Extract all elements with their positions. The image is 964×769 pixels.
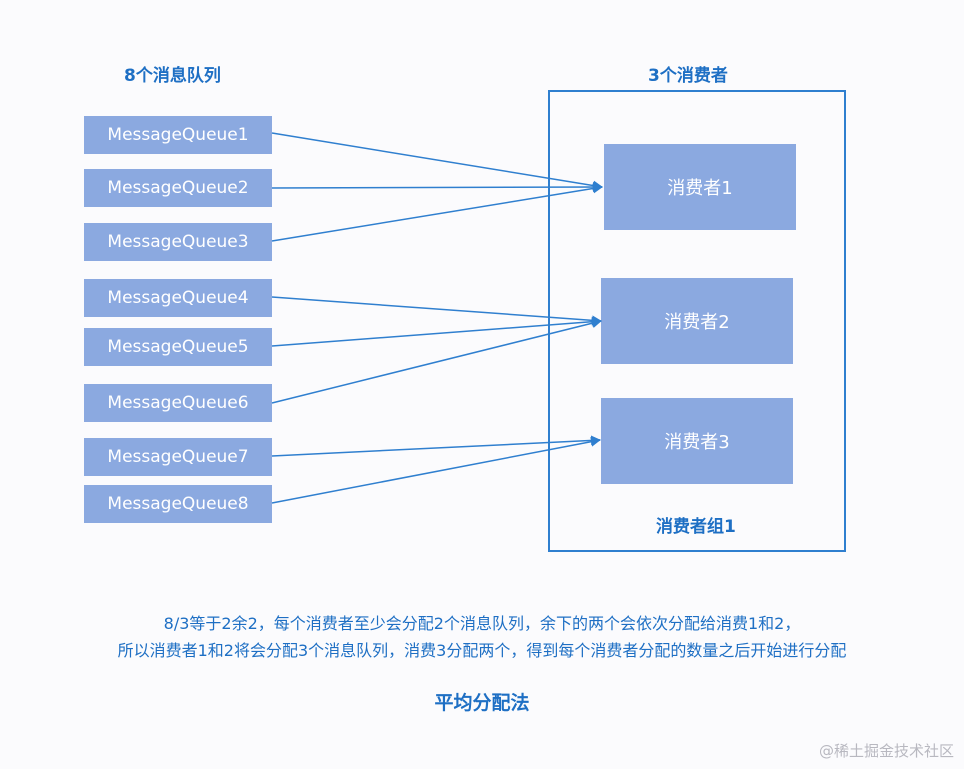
consumer-2: 消费者2 — [601, 278, 793, 364]
message-queue-2: MessageQueue2 — [84, 169, 272, 207]
consumer-1: 消费者1 — [604, 144, 796, 230]
message-queue-4: MessageQueue4 — [84, 279, 272, 317]
consumer-3: 消费者3 — [601, 398, 793, 484]
message-queue-7: MessageQueue7 — [84, 438, 272, 476]
arrow-queue1-to-consumer1 — [271, 132, 603, 191]
method-title: 平均分配法 — [434, 692, 530, 714]
message-queue-8: MessageQueue8 — [84, 485, 272, 523]
arrow-queue8-to-consumer3 — [271, 436, 601, 504]
watermark: @稀土掘金技术社区 — [818, 742, 954, 760]
arrow-queue7-to-consumer3 — [271, 435, 601, 457]
message-queue-1: MessageQueue1 — [84, 116, 272, 154]
message-queue-5: MessageQueue5 — [84, 328, 272, 366]
arrow-queue2-to-consumer1 — [271, 182, 603, 193]
message-queue-6: MessageQueue6 — [84, 384, 272, 422]
arrow-queue5-to-consumer2 — [271, 316, 602, 347]
description-line-1: 8/3等于2余2，每个消费者至少会分配2个消息队列，余下的两个会依次分配给消费1… — [163, 614, 801, 633]
arrow-queue4-to-consumer2 — [271, 296, 602, 326]
consumer-group-box — [548, 90, 846, 552]
message-queue-3: MessageQueue3 — [84, 223, 272, 261]
consumer-group-label: 消费者组1 — [656, 517, 736, 537]
consumers-heading: 3个消费者 — [648, 66, 728, 86]
description-line-2: 所以消费者1和2将会分配3个消息队列，消费3分配两个，得到每个消费者分配的数量之… — [117, 641, 847, 660]
queues-heading: 8个消息队列 — [124, 66, 221, 86]
arrow-queue3-to-consumer1 — [271, 183, 603, 242]
arrow-queue6-to-consumer2 — [271, 318, 602, 404]
